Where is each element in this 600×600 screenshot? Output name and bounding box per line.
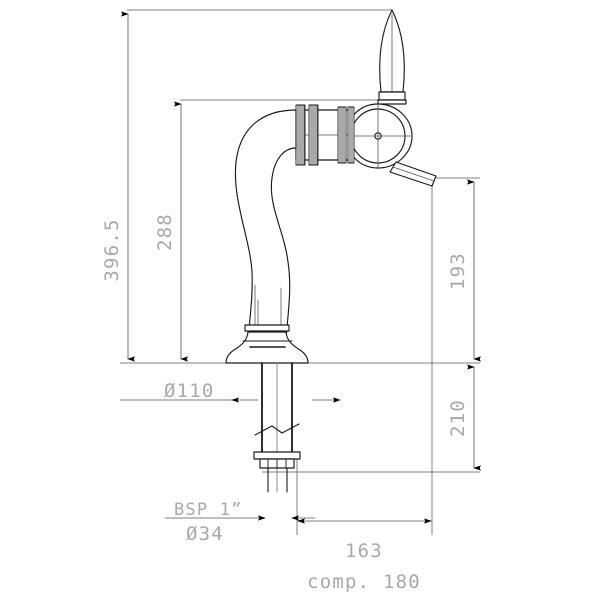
- threaded-shank: [261, 362, 293, 493]
- base-neck-ring-2: [244, 324, 290, 332]
- dim-text-spout-reach: 163: [345, 540, 383, 562]
- shank-washer: [253, 451, 301, 460]
- spout-center-line: [392, 166, 435, 182]
- arm-knurl-hatch: [297, 104, 353, 166]
- handle-collar-ring: [377, 99, 407, 105]
- dim-text-base-diameter: Ø110: [164, 380, 215, 402]
- dim-text-shank-length: 210: [447, 399, 469, 437]
- dimension-arrow-lines: [121, 11, 481, 471]
- break-symbol: [254, 423, 300, 436]
- dim-text-thread-spec: BSP 1”: [174, 500, 243, 520]
- faucet-outline: [225, 9, 437, 493]
- shank-nut-faces: [267, 458, 287, 469]
- dim-text-column-height: 288: [154, 213, 176, 251]
- swan-neck-column: [234, 109, 297, 341]
- dim-text-spout-drop: 193: [447, 252, 469, 290]
- dimension-arrows-horizontal: [231, 397, 432, 524]
- dim-text-thread-diameter: Ø34: [186, 523, 224, 545]
- dim-text-overall-depth: comp. 180: [307, 571, 421, 593]
- handle-collar: [378, 91, 406, 101]
- dim-text-total-height: 396.5: [101, 218, 123, 281]
